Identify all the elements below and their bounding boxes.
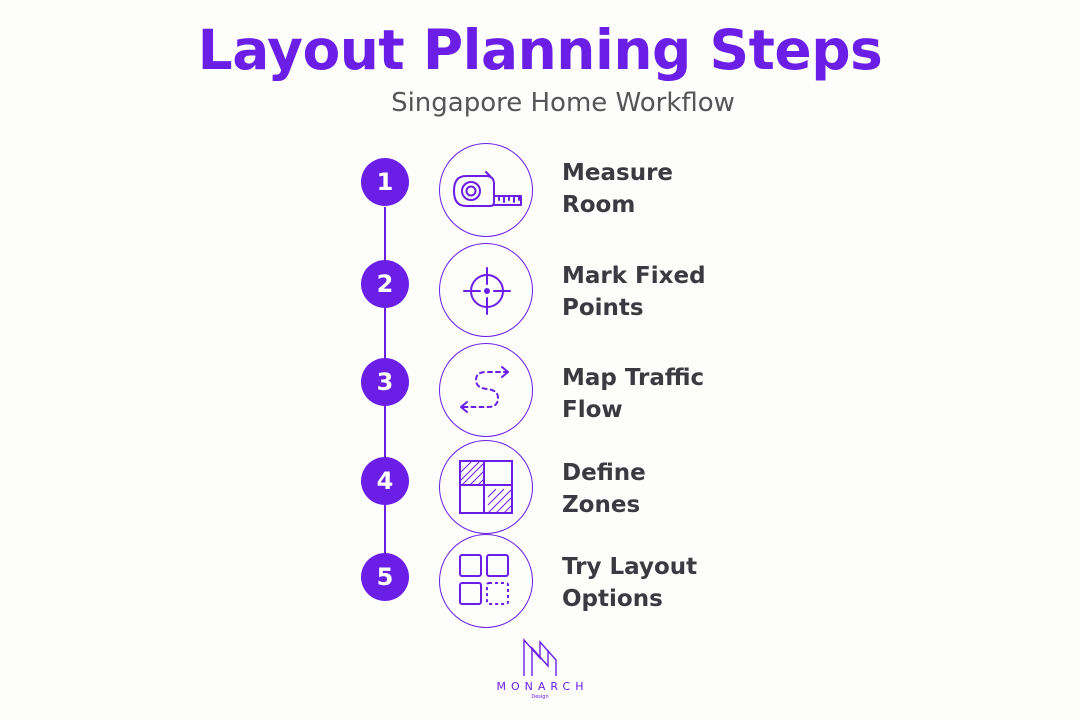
step-number-badge: 2 bbox=[361, 260, 409, 308]
page-title: Layout Planning Steps bbox=[197, 18, 883, 82]
brand-logo: MONARCH Design bbox=[480, 636, 600, 700]
page-subtitle: Singapore Home Workflow bbox=[391, 88, 735, 118]
step-label: Mark Fixed Points bbox=[562, 263, 706, 321]
step-label: Try Layout Options bbox=[562, 554, 698, 612]
layout-options-icon bbox=[439, 534, 533, 628]
tape-measure-icon bbox=[439, 143, 533, 237]
logo-tagline: Design bbox=[531, 694, 549, 700]
traffic-path-icon bbox=[439, 343, 533, 437]
step-number-badge: 3 bbox=[361, 358, 409, 406]
logo-wordmark: MONARCH bbox=[496, 680, 589, 693]
monarch-logo-icon bbox=[523, 638, 557, 676]
step-connector bbox=[384, 308, 386, 358]
step-label: Map Traffic Flow bbox=[562, 365, 705, 423]
step-connector bbox=[384, 505, 386, 553]
step-number-badge: 5 bbox=[361, 553, 409, 601]
step-connector bbox=[384, 406, 386, 457]
step-number-badge: 4 bbox=[361, 457, 409, 505]
crosshair-icon bbox=[439, 243, 533, 337]
step-label: Define Zones bbox=[562, 460, 646, 518]
step-connector bbox=[384, 207, 386, 260]
zones-grid-icon bbox=[439, 440, 533, 534]
step-number-badge: 1 bbox=[361, 158, 409, 206]
step-label: Measure Room bbox=[562, 160, 674, 218]
